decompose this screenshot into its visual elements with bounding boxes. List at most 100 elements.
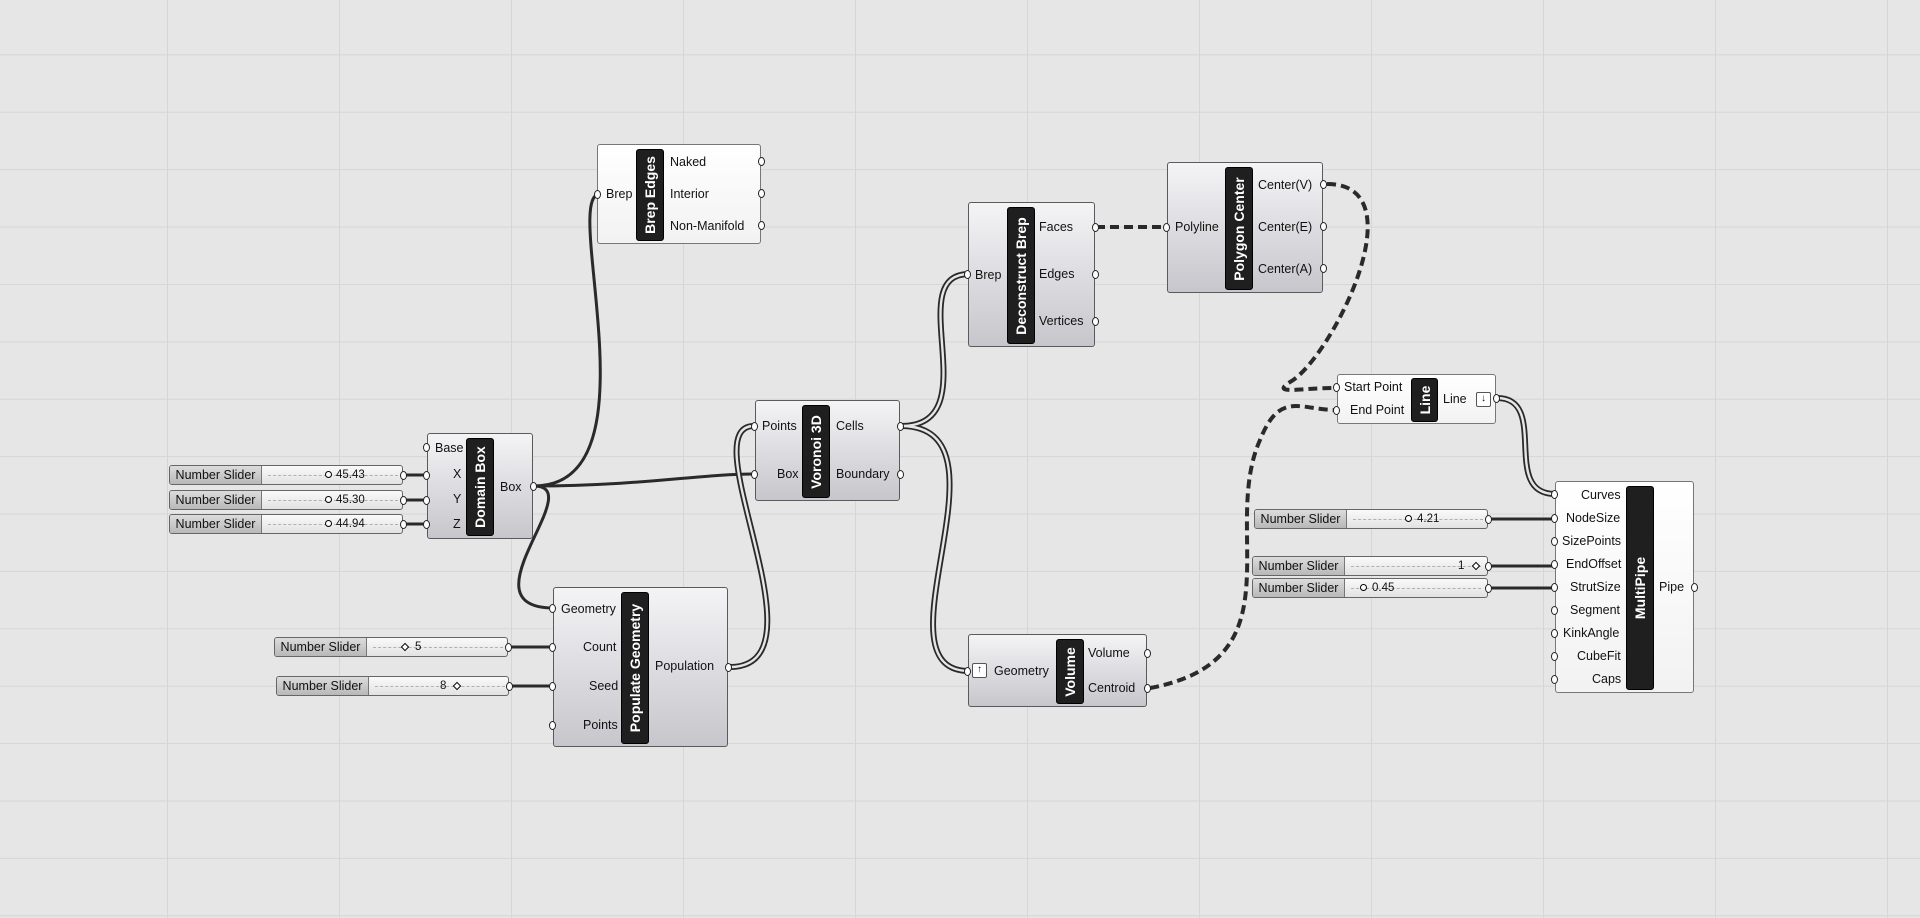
deconstruct-input-brep: Brep [975,268,1002,282]
populate-geometry-component[interactable]: Geometry Count Seed Points Populate Geom… [553,587,728,747]
polygon-center-output-a: Center(A) [1258,262,1313,276]
number-slider-count[interactable]: Number Slider 5 [274,637,508,657]
multipipe-port-kinkangle-in[interactable] [1551,629,1558,638]
slider-track [375,686,505,687]
slider-value: 4.21 [1417,513,1440,525]
multipipe-input-strutsize: StrutSize [1570,580,1621,594]
number-slider-z[interactable]: Number Slider 44.94 [169,514,403,534]
line-port-start-in[interactable] [1333,383,1340,392]
polygon-center-port-e-out[interactable] [1320,222,1327,231]
volume-component[interactable]: ↑ Geometry Volume Volume Centroid [968,634,1147,707]
line-port-end-in[interactable] [1333,406,1340,415]
domain-box-port-box-out[interactable] [530,482,537,491]
deconstruct-title-bar: Deconstruct Brep [1007,207,1035,344]
voronoi-port-box-in[interactable] [751,470,758,479]
number-slider-x[interactable]: Number Slider 45.43 [169,465,403,485]
line-port-line-out[interactable] [1493,394,1500,403]
slider-track [268,475,398,476]
polygon-center-port-v-out[interactable] [1320,180,1327,189]
multipipe-input-segment: Segment [1570,603,1621,617]
slider-track [268,524,398,525]
slider-grip[interactable] [1471,561,1481,571]
slider-label: Number Slider [1253,579,1345,597]
voronoi-port-points-in[interactable] [751,422,758,431]
arrow-up-icon[interactable]: ↑ [972,663,987,678]
slider-grip[interactable] [1405,515,1412,522]
slider-grip[interactable] [400,642,410,652]
polygon-center-component[interactable]: Polyline Polygon Center Center(V) Center… [1167,162,1323,293]
slider-grip[interactable] [325,520,332,527]
deconstruct-port-vertices-out[interactable] [1092,317,1099,326]
brep-edges-port-nonmanifold-out[interactable] [758,221,765,230]
polygon-center-port-a-out[interactable] [1320,264,1327,273]
populate-port-geometry-in[interactable] [549,604,556,613]
number-slider-seed[interactable]: Number Slider 8 [276,676,509,696]
populate-port-population-out[interactable] [725,663,732,672]
slider-endoffset-port-out[interactable] [1485,562,1492,571]
deconstruct-port-edges-out[interactable] [1092,270,1099,279]
domain-box-port-x-in[interactable] [423,471,430,480]
brep-edges-component[interactable]: Brep Brep Edges Naked Interior Non-Manif… [597,144,761,244]
populate-port-count-in[interactable] [549,643,556,652]
multipipe-port-pipe-out[interactable] [1691,583,1698,592]
slider-y-port-out[interactable] [400,496,407,505]
populate-port-seed-in[interactable] [549,682,556,691]
slider-label: Number Slider [170,515,262,533]
voronoi-input-box: Box [777,467,799,481]
deconstruct-port-faces-out[interactable] [1092,223,1099,232]
multipipe-component[interactable]: Curves NodeSize SizePoints EndOffset Str… [1555,481,1694,693]
arrow-down-icon[interactable]: ↓ [1476,392,1491,407]
multipipe-input-cubefit: CubeFit [1577,649,1621,663]
slider-count-port-out[interactable] [505,643,512,652]
multipipe-port-strutsize-in[interactable] [1551,583,1558,592]
slider-strutsize-port-out[interactable] [1485,584,1492,593]
slider-x-port-out[interactable] [400,471,407,480]
brep-edges-port-interior-out[interactable] [758,189,765,198]
brep-edges-port-brep-in[interactable] [594,190,601,199]
slider-z-port-out[interactable] [400,520,407,529]
slider-grip[interactable] [1360,584,1367,591]
voronoi-title-bar: Voronoi 3D [802,405,830,498]
multipipe-port-curves-in[interactable] [1551,490,1558,499]
multipipe-input-kinkangle: KinkAngle [1563,626,1620,640]
voronoi-port-cells-out[interactable] [897,422,904,431]
domain-box-port-z-in[interactable] [423,520,430,529]
deconstruct-port-brep-in[interactable] [964,270,971,279]
slider-nodesize-port-out[interactable] [1485,515,1492,524]
slider-grip[interactable] [452,681,462,691]
voronoi-title: Voronoi 3D [808,414,824,489]
multipipe-port-nodesize-in[interactable] [1551,514,1558,523]
slider-value: 1 [1458,560,1465,572]
number-slider-endoffset[interactable]: Number Slider 1 [1252,556,1488,576]
domain-box-port-y-in[interactable] [423,496,430,505]
number-slider-strutsize[interactable]: Number Slider 0.45 [1252,578,1488,598]
voronoi-3d-component[interactable]: Points Box Voronoi 3D Cells Boundary [755,400,900,501]
polygon-center-title: Polygon Center [1231,176,1247,281]
slider-grip[interactable] [325,496,332,503]
brep-edges-output-naked: Naked [670,155,707,169]
populate-port-points-in[interactable] [549,721,556,730]
multipipe-port-sizepoints-in[interactable] [1551,537,1558,546]
line-component[interactable]: Start Point End Point Line Line ↓ [1337,374,1496,424]
number-slider-nodesize[interactable]: Number Slider 4.21 [1254,509,1488,529]
voronoi-port-boundary-out[interactable] [897,470,904,479]
domain-box-component[interactable]: Base X Y Z Domain Box Box [427,433,533,539]
brep-edges-port-naked-out[interactable] [758,157,765,166]
volume-port-centroid-out[interactable] [1144,684,1151,693]
slider-grip[interactable] [325,471,332,478]
volume-port-volume-out[interactable] [1144,649,1151,658]
multipipe-port-segment-in[interactable] [1551,606,1558,615]
domain-box-port-base-in[interactable] [423,443,430,452]
number-slider-y[interactable]: Number Slider 45.30 [169,490,403,510]
multipipe-port-cubefit-in[interactable] [1551,652,1558,661]
deconstruct-brep-component[interactable]: Brep Deconstruct Brep Faces Edges Vertic… [968,202,1095,347]
slider-seed-port-out[interactable] [506,682,513,691]
domain-box-input-z: Z [453,517,461,531]
multipipe-port-caps-in[interactable] [1551,675,1558,684]
volume-port-geometry-in[interactable] [964,667,971,676]
wire-box-to-brep-edges [532,192,602,488]
polygon-center-port-polyline-in[interactable] [1163,223,1170,232]
multipipe-port-endoffset-in[interactable] [1551,560,1558,569]
populate-input-count: Count [583,640,617,654]
